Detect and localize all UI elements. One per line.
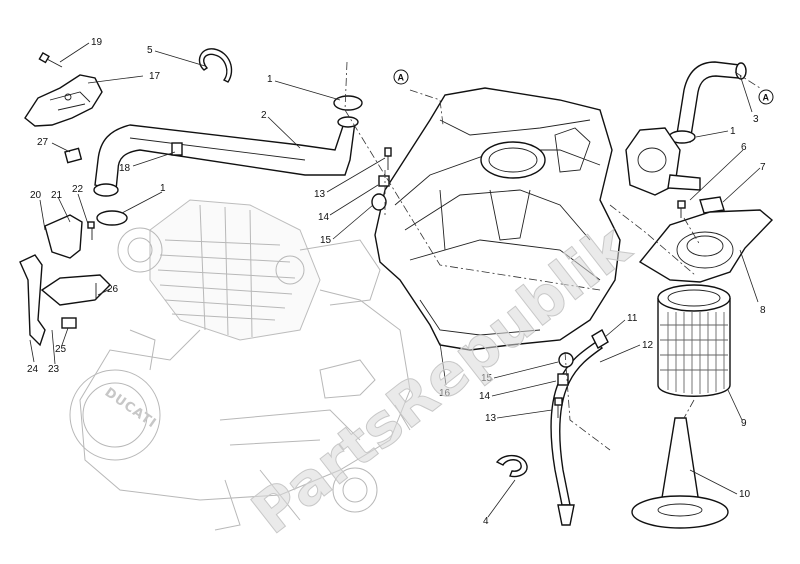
callout-1: 1 (160, 183, 166, 194)
clip-4 (495, 455, 528, 478)
screw-19 (38, 51, 63, 68)
callout-14: 14 (479, 391, 491, 402)
svg-text:A: A (763, 93, 770, 103)
callout-15: 15 (320, 235, 332, 246)
callout-26: 26 (107, 284, 119, 295)
filter-cover-8 (638, 209, 774, 283)
fastener-stack-upper (371, 147, 392, 211)
callout-10: 10 (739, 489, 751, 500)
callout-25: 25 (55, 344, 67, 355)
callout-16: 16 (439, 388, 451, 399)
callout-5: 5 (147, 45, 153, 56)
callout-21: 21 (51, 190, 63, 201)
breather-valve (625, 127, 701, 196)
leader-lines (29, 42, 761, 518)
callout-13: 13 (314, 189, 326, 200)
callout-24: 24 (27, 364, 39, 375)
clamp-1-left (96, 210, 128, 226)
hose-3 (675, 61, 747, 143)
callout-23: 23 (48, 364, 60, 375)
callout-12: 12 (642, 340, 654, 351)
intake-funnel-10 (631, 417, 729, 529)
callout-3: 3 (753, 114, 759, 125)
callout-2: 2 (261, 110, 267, 121)
callout-11: 11 (627, 313, 638, 324)
callout-9: 9 (741, 418, 747, 429)
callout-8: 8 (760, 305, 766, 316)
nut-7 (699, 196, 725, 214)
callout-1: 1 (730, 126, 736, 137)
callout-13: 13 (485, 413, 497, 424)
svg-text:A: A (398, 73, 405, 83)
callout-19: 19 (91, 37, 103, 48)
hose-2 (93, 116, 359, 197)
callout-20: 20 (30, 190, 42, 201)
callout-1: 1 (267, 74, 273, 85)
callout-17: 17 (149, 71, 161, 82)
engine-logo-text: DUCATI (102, 385, 159, 432)
airbox-16 (374, 87, 621, 351)
clamp-1-top (333, 95, 363, 111)
alignment-lines (344, 61, 761, 451)
clamp-5 (198, 48, 233, 83)
air-filter-9 (657, 284, 731, 397)
callout-15: 15 (481, 373, 493, 384)
callout-4: 4 (483, 516, 489, 527)
callout-27: 27 (37, 137, 49, 148)
reference-marker-a-right: A (758, 89, 774, 105)
bracket-17 (24, 74, 103, 127)
callout-22: 22 (72, 184, 84, 195)
reference-marker-a-left: A (393, 69, 409, 85)
callout-14: 14 (318, 212, 330, 223)
fastener-stack-lower (554, 352, 574, 418)
fitting-11 (591, 329, 609, 349)
screw-6 (677, 200, 686, 218)
callout-7: 7 (760, 162, 766, 173)
drain-hose-12 (550, 341, 604, 526)
bracket-assembly-left (19, 214, 111, 347)
callout-18: 18 (119, 163, 131, 174)
callout-6: 6 (741, 142, 747, 153)
callout-labels: 19 17 5 1 2 27 18 1 20 21 22 26 25 24 23… (27, 37, 766, 527)
